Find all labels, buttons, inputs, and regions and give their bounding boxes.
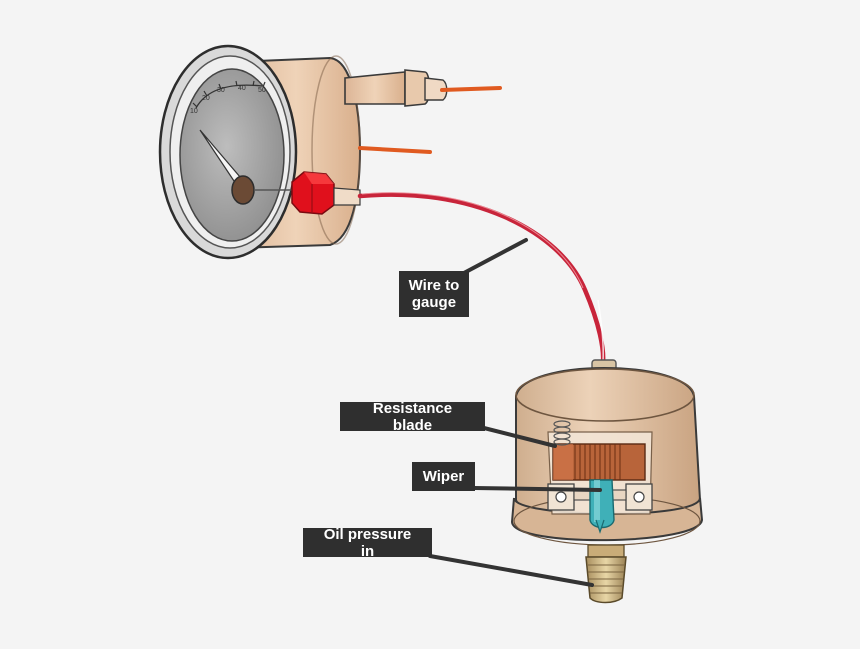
gauge-dial-ticks: 10 20 30 40 50 <box>190 85 266 115</box>
orange-wire-upper <box>440 86 502 92</box>
red-wire-connector <box>291 171 335 215</box>
orange-wire-lower <box>358 146 432 154</box>
oil-inlet-fitting <box>585 544 627 604</box>
label-oil-pressure-in: Oil pressure in <box>303 526 432 560</box>
dial-tick-label: 10 <box>190 108 198 115</box>
leader-oil <box>428 554 594 587</box>
label-wiper: Wiper <box>412 462 475 491</box>
dial-tick-label: 20 <box>202 95 210 102</box>
gauge-pivot <box>231 175 255 205</box>
gauge: 10 20 30 40 50 <box>158 44 502 260</box>
pressure-sender <box>510 359 704 604</box>
label-wire-to-gauge: Wire to gauge <box>399 271 469 317</box>
dial-tick-label: 40 <box>238 85 246 92</box>
gauge-dial <box>179 68 285 242</box>
wiper <box>589 479 615 534</box>
label-resistance-blade: Resistance blade <box>340 400 485 434</box>
gauge-terminal-stud <box>344 69 448 107</box>
dial-tick-label: 30 <box>217 87 225 94</box>
leader-wiper <box>472 486 602 492</box>
callout-leaders <box>428 238 602 587</box>
sender-spring <box>553 420 571 446</box>
red-signal-wire <box>357 192 606 365</box>
dial-tick-label: 50 <box>258 87 266 94</box>
leader-wire <box>460 238 528 276</box>
leader-blade <box>482 426 557 448</box>
resistance-blade <box>552 443 646 481</box>
